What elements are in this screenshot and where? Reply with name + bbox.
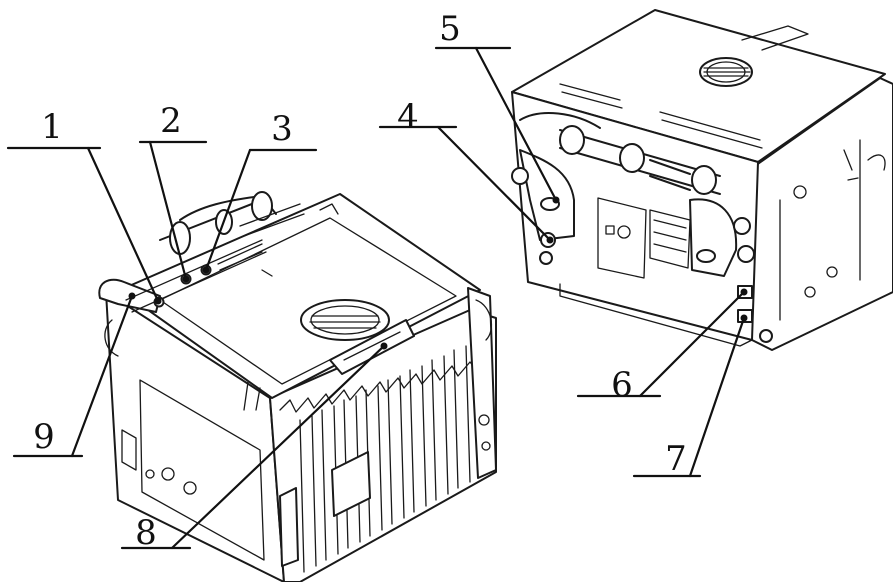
callout-3: 3: [202, 109, 318, 274]
callout-9-label: 9: [33, 417, 55, 457]
callout-6-label: 6: [611, 365, 633, 405]
callout-4-label: 4: [397, 97, 419, 137]
callout-8-leader: [170, 344, 386, 550]
callout-8-point: [380, 342, 388, 350]
callout-8-label: 8: [135, 513, 157, 553]
callout-3-leader: [204, 148, 252, 272]
callout-2: 2: [138, 101, 208, 283]
callout-6: 6: [576, 288, 748, 405]
callout-3-label: 3: [271, 109, 293, 149]
callout-9-leader: [70, 294, 134, 458]
callout-6-point: [740, 288, 748, 296]
callout-5-point: [552, 196, 560, 204]
callout-1-point: [154, 297, 162, 305]
callout-2-label: 2: [160, 101, 182, 141]
callout-7-leader: [688, 316, 746, 478]
callout-7: 7: [632, 314, 748, 479]
top-vent-rear: [699, 57, 753, 87]
callout-1: 1: [6, 107, 162, 305]
callout-2-leader: [148, 140, 188, 281]
callouts: 1 2 3 4 5 67 8 9: [6, 9, 748, 553]
callout-4-leader: [436, 125, 552, 242]
device-front-view: [98, 191, 497, 582]
callout-2-point: [182, 275, 190, 283]
callout-3-point: [202, 266, 210, 274]
top-vent-front: [300, 299, 390, 341]
callout-9: 9: [12, 292, 136, 458]
callout-7-point: [740, 314, 748, 322]
device-rear-view: [511, 9, 893, 351]
callout-9-point: [128, 292, 136, 300]
callout-5-leader: [474, 46, 558, 202]
callout-1-label: 1: [41, 107, 63, 147]
callout-5-label: 5: [439, 9, 461, 49]
callout-5: 5: [434, 9, 560, 204]
rear-rollers: [519, 112, 721, 195]
callout-4-point: [546, 236, 554, 244]
callout-6-leader: [638, 290, 746, 398]
callout-4: 4: [378, 97, 554, 244]
callout-7-label: 7: [665, 439, 687, 479]
callout-8: 8: [120, 342, 388, 553]
callout-1-leader: [86, 146, 160, 303]
